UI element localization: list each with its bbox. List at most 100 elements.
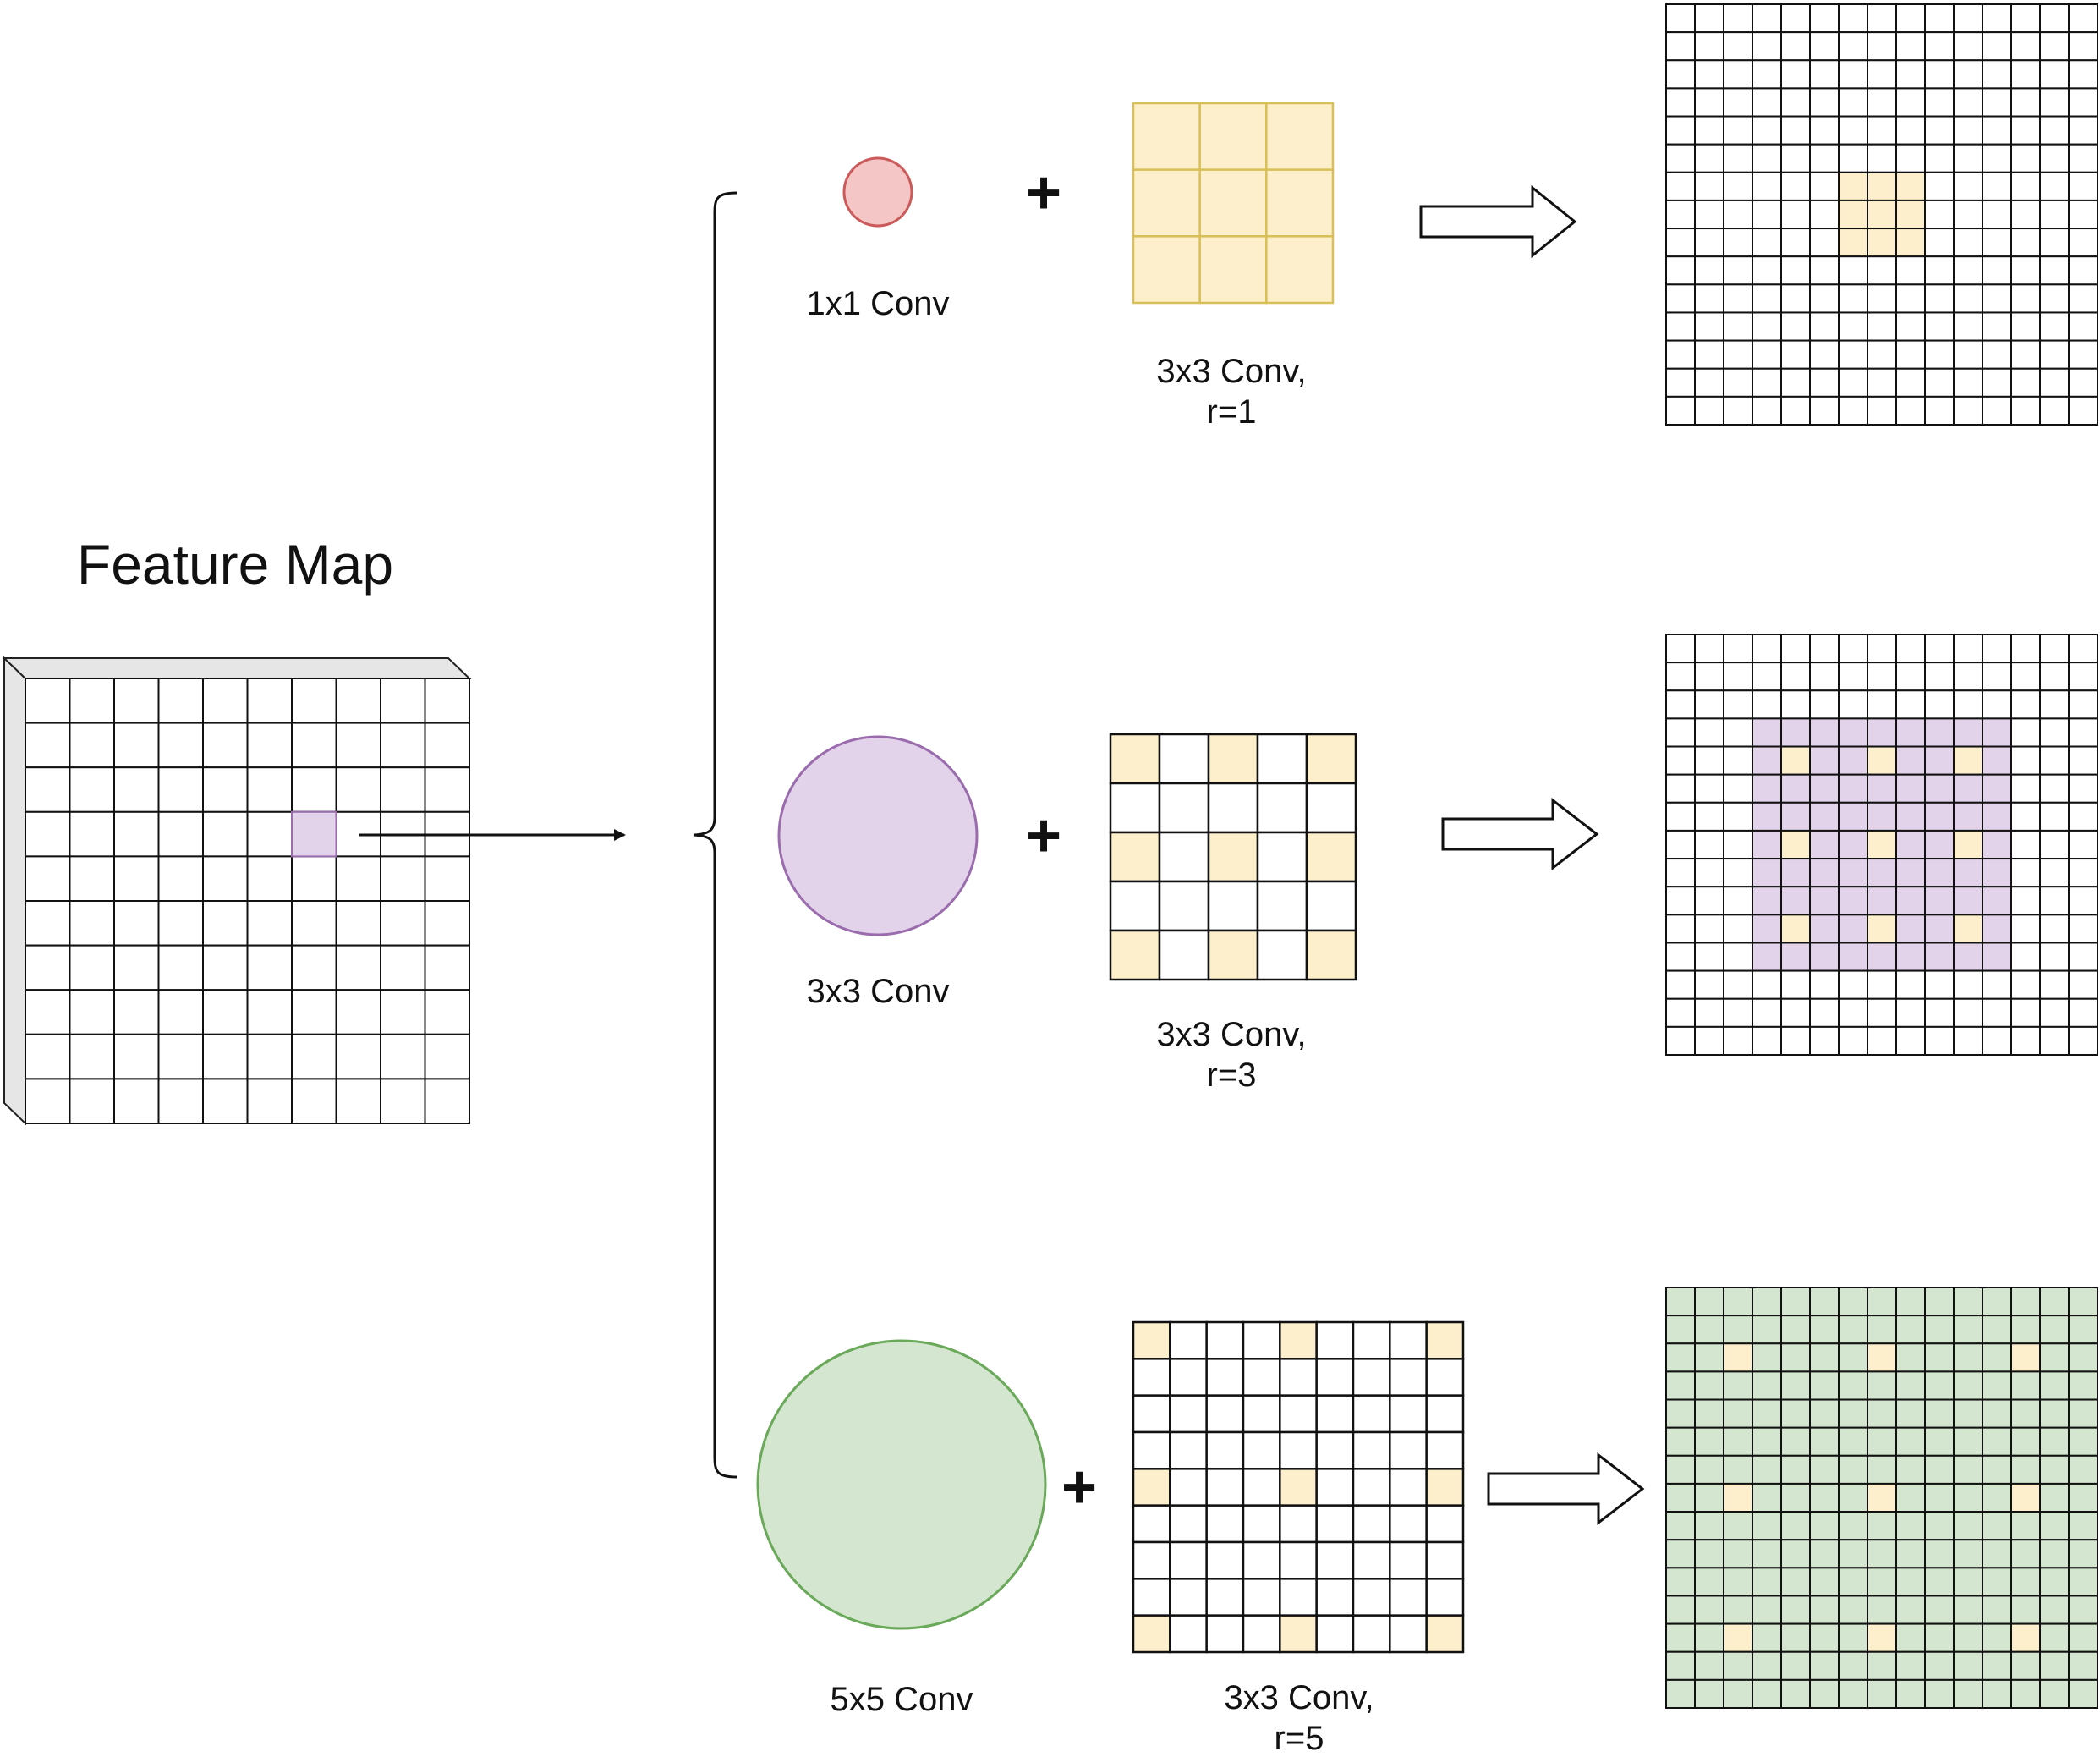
kernel-r1-cell <box>1132 235 1201 305</box>
output-r1-cell <box>1867 311 1897 342</box>
feature-map-cell <box>69 855 115 903</box>
feature-map-cell <box>69 678 115 724</box>
output-r5-cell <box>1780 1342 1811 1373</box>
output-r3-cell <box>1924 689 1955 720</box>
output-r1-cell <box>1895 367 1926 398</box>
output-r1-cell <box>1665 311 1696 342</box>
output-r5-cell <box>1694 1595 1724 1625</box>
output-r5-cell <box>1665 1370 1696 1401</box>
feature-map-cell <box>157 855 204 903</box>
output-r3-cell <box>1867 689 1897 720</box>
output-r3-cell <box>1895 942 1926 972</box>
output-r5-cell <box>1809 1315 1840 1345</box>
kernel-r3-cell <box>1109 929 1161 981</box>
output-r5-cell <box>1867 1539 1897 1569</box>
feature-map-cell <box>157 722 204 769</box>
output-r1-cell <box>1694 199 1724 230</box>
output-r1-cell <box>2010 87 2041 118</box>
output-r5-cell <box>1924 1539 1955 1569</box>
output-r3-cell <box>1838 634 1868 664</box>
feature-map-cell <box>25 1078 71 1125</box>
output-r1-cell <box>1895 311 1926 342</box>
output-r3-cell <box>1809 886 1840 916</box>
output-r3-cell <box>1867 858 1897 888</box>
output-r5-cell <box>1665 1622 1696 1653</box>
output-r3-cell <box>1867 886 1897 916</box>
output-r5-cell <box>1665 1650 1696 1681</box>
output-r5-cell <box>1723 1315 1753 1345</box>
output-r3-cell <box>1809 717 1840 748</box>
kernel-r5-cell <box>1315 1430 1355 1470</box>
output-r1-cell <box>2010 311 2041 342</box>
output-r5-cell <box>1723 1482 1753 1513</box>
kernel-r5-cell <box>1425 1504 1465 1544</box>
output-r1-cell <box>2010 255 2041 286</box>
output-r1-cell <box>1723 255 1753 286</box>
feature-map-cell <box>157 766 204 813</box>
output-r1-cell <box>2068 255 2098 286</box>
output-r1-cell <box>2039 367 2070 398</box>
output-r3-cell <box>1838 689 1868 720</box>
conv-1x1-circle <box>842 156 913 228</box>
feature-map-cell <box>335 944 381 991</box>
output-r5-cell <box>1723 1539 1753 1569</box>
output-r3-cell <box>2039 801 2070 832</box>
kernel-r5-cell <box>1169 1504 1208 1544</box>
output-r1-cell <box>1895 143 1926 173</box>
output-r1-cell <box>1665 228 1696 258</box>
output-r3-cell <box>2039 829 2070 860</box>
output-r3-cell <box>2068 634 2098 664</box>
output-r5-cell <box>1953 1567 1983 1597</box>
output-r5-cell <box>2039 1650 2070 1681</box>
output-r3-cell <box>1752 829 1782 860</box>
output-r1-cell <box>1809 3 1840 34</box>
output-r1-cell <box>1780 339 1811 370</box>
output-r1-cell <box>1694 143 1724 173</box>
feature-map-cell <box>25 810 71 858</box>
output-r5-cell <box>2010 1595 2041 1625</box>
output-r5-cell <box>1838 1567 1868 1597</box>
feature-map-cell <box>246 1078 293 1125</box>
output-r3-cell <box>1752 745 1782 776</box>
feature-map-cell <box>335 678 381 724</box>
output-r5-cell <box>1924 1678 1955 1710</box>
output-r1-cell <box>1809 283 1840 314</box>
output-r1-cell <box>1665 115 1696 146</box>
output-r3-cell <box>1982 969 2012 1000</box>
output-r1-cell <box>1982 87 2012 118</box>
output-r1-cell <box>1953 87 1983 118</box>
output-r5-cell <box>2068 1398 2098 1429</box>
output-r3-cell <box>1838 1025 1868 1057</box>
kernel-r5-cell <box>1242 1320 1281 1360</box>
output-r5-cell <box>1809 1398 1840 1429</box>
output-r1-cell <box>1867 31 1897 62</box>
output-r3-cell <box>1867 997 1897 1028</box>
output-r3-cell <box>1924 634 1955 664</box>
output-r1-cell <box>1694 87 1724 118</box>
output-r5-cell <box>1953 1287 1983 1317</box>
output-r1-cell <box>1752 283 1782 314</box>
feature-map-cell <box>424 722 470 769</box>
kernel-r5-cell <box>1132 1320 1171 1360</box>
output-r3-cell <box>1895 969 1926 1000</box>
feature-map-cell <box>113 722 160 769</box>
output-r3-cell <box>1924 773 1955 804</box>
output-r5-cell <box>1665 1678 1696 1710</box>
output-r5-cell <box>1924 1454 1955 1485</box>
feature-map-cell <box>202 1078 249 1125</box>
output-r3-cell <box>1924 914 1955 944</box>
output-r3-cell <box>1665 829 1696 860</box>
feature-map-cell <box>380 1078 426 1125</box>
kernel-r5-cell <box>1169 1394 1208 1434</box>
output-r3-cell <box>2068 1025 2098 1057</box>
output-r1-cell <box>1982 255 2012 286</box>
output-r5-cell <box>1924 1511 1955 1541</box>
kernel-r5-cell <box>1169 1358 1208 1397</box>
output-r1-cell <box>1895 3 1926 34</box>
output-r5-cell <box>1723 1650 1753 1681</box>
output-r3-cell <box>1752 1025 1782 1057</box>
kernel-r5-cell <box>1352 1320 1391 1360</box>
output-r5-cell <box>2068 1342 2098 1373</box>
feature-map-cell <box>157 1033 204 1080</box>
output-r5-cell <box>1694 1370 1724 1401</box>
